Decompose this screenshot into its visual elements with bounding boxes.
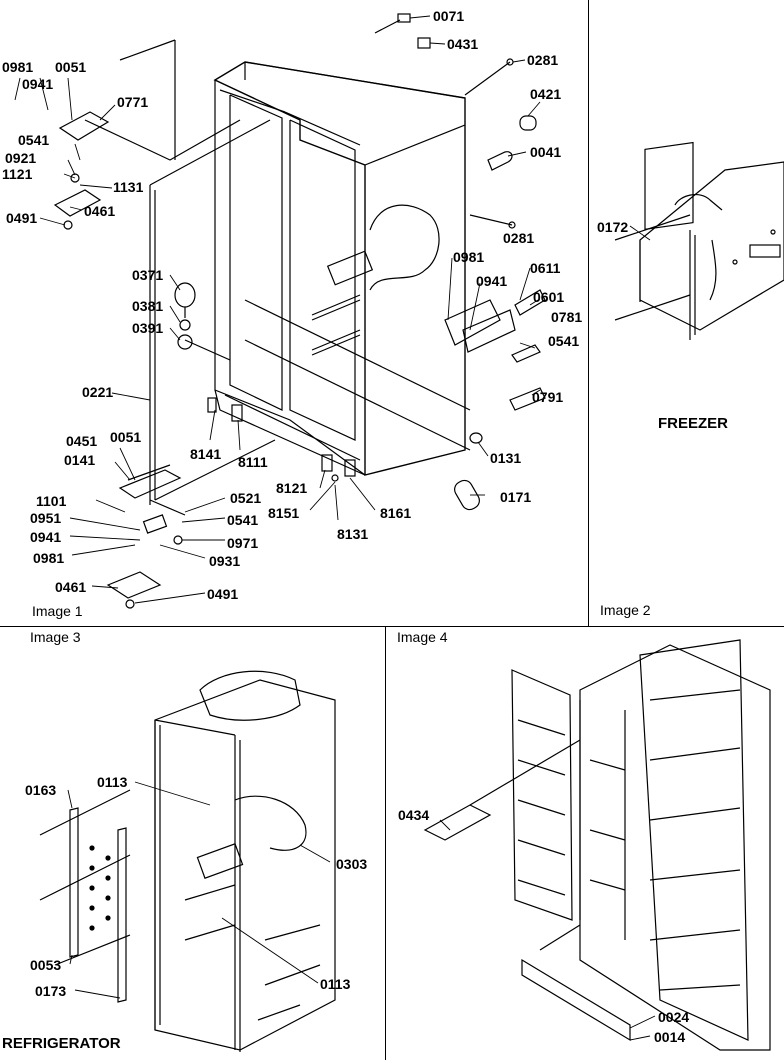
callout: 0391 xyxy=(132,320,164,336)
callout: 0071 xyxy=(433,8,465,24)
callout: 0981 xyxy=(33,550,65,566)
callout: 1121 xyxy=(2,166,33,182)
callout: 0941 xyxy=(22,76,54,92)
image2-caption: Image 2 xyxy=(600,602,651,618)
callout: 0024 xyxy=(658,1009,690,1025)
image3-refrigerator xyxy=(39,670,336,1052)
callout: 0771 xyxy=(117,94,149,110)
image1-caption: Image 1 xyxy=(32,603,83,619)
callout: 0113 xyxy=(320,976,351,992)
callout: 0601 xyxy=(533,289,565,305)
callout: 1131 xyxy=(113,179,144,195)
callout: 0521 xyxy=(230,490,262,506)
callout: 0541 xyxy=(18,132,50,148)
callout: 0434 xyxy=(398,807,430,823)
image3-caption: Image 3 xyxy=(30,629,81,645)
callout: 0941 xyxy=(30,529,62,545)
callout: 0113 xyxy=(97,774,128,790)
callout: 0971 xyxy=(227,535,259,551)
refrigerator-title: REFRIGERATOR xyxy=(2,1035,121,1052)
callout: 0371 xyxy=(132,267,164,283)
callout: 0941 xyxy=(476,273,508,289)
callout: 0791 xyxy=(532,389,564,405)
callout: 0951 xyxy=(30,510,62,526)
callout: 8161 xyxy=(380,505,412,521)
callout: 0221 xyxy=(82,384,114,400)
divider-vertical-top xyxy=(588,0,589,626)
callout: 0141 xyxy=(64,452,96,468)
callout: 8151 xyxy=(268,505,300,521)
callout: 0051 xyxy=(55,59,87,75)
callout: 0131 xyxy=(490,450,522,466)
callout: 0053 xyxy=(30,957,62,973)
callout: 1101 xyxy=(36,493,67,509)
image4-open-fridge xyxy=(423,639,771,1051)
callout: 0921 xyxy=(5,150,37,166)
callout: 0014 xyxy=(654,1029,686,1045)
callout: 0611 xyxy=(530,260,561,276)
callout: 0281 xyxy=(527,52,559,68)
callout: 0451 xyxy=(66,433,98,449)
callout: 0541 xyxy=(548,333,580,349)
callout: 0931 xyxy=(209,553,241,569)
callout: 0461 xyxy=(84,203,116,219)
callout: 8141 xyxy=(190,446,222,462)
leader-lines xyxy=(14,15,656,1041)
callout: 0421 xyxy=(530,86,562,102)
callout: 0163 xyxy=(25,782,57,798)
callout: 0781 xyxy=(551,309,583,325)
callout: 0172 xyxy=(597,219,629,235)
callout: 0981 xyxy=(2,59,34,75)
callout: 0981 xyxy=(453,249,485,265)
callout: 0281 xyxy=(503,230,535,246)
callout: 0171 xyxy=(500,489,532,505)
callout: 0303 xyxy=(336,856,368,872)
callout: 0041 xyxy=(530,144,562,160)
image4-caption: Image 4 xyxy=(397,629,448,645)
callout: 0491 xyxy=(6,210,38,226)
freezer-title: FREEZER xyxy=(658,415,729,432)
callout: 0541 xyxy=(227,512,259,528)
divider-vertical-bottom xyxy=(385,627,386,1060)
callout: 0381 xyxy=(132,298,164,314)
callout: 0431 xyxy=(447,36,479,52)
callout: 8131 xyxy=(337,526,369,542)
image2-freezer xyxy=(614,141,784,340)
callout: 0461 xyxy=(55,579,87,595)
callout: 0051 xyxy=(110,429,142,445)
image1-cabinet xyxy=(53,13,546,609)
callout: 0491 xyxy=(207,586,239,602)
divider-horizontal xyxy=(0,626,784,627)
callout: 8121 xyxy=(276,480,308,496)
callout: 0173 xyxy=(35,983,67,999)
callout: 8111 xyxy=(238,454,268,470)
